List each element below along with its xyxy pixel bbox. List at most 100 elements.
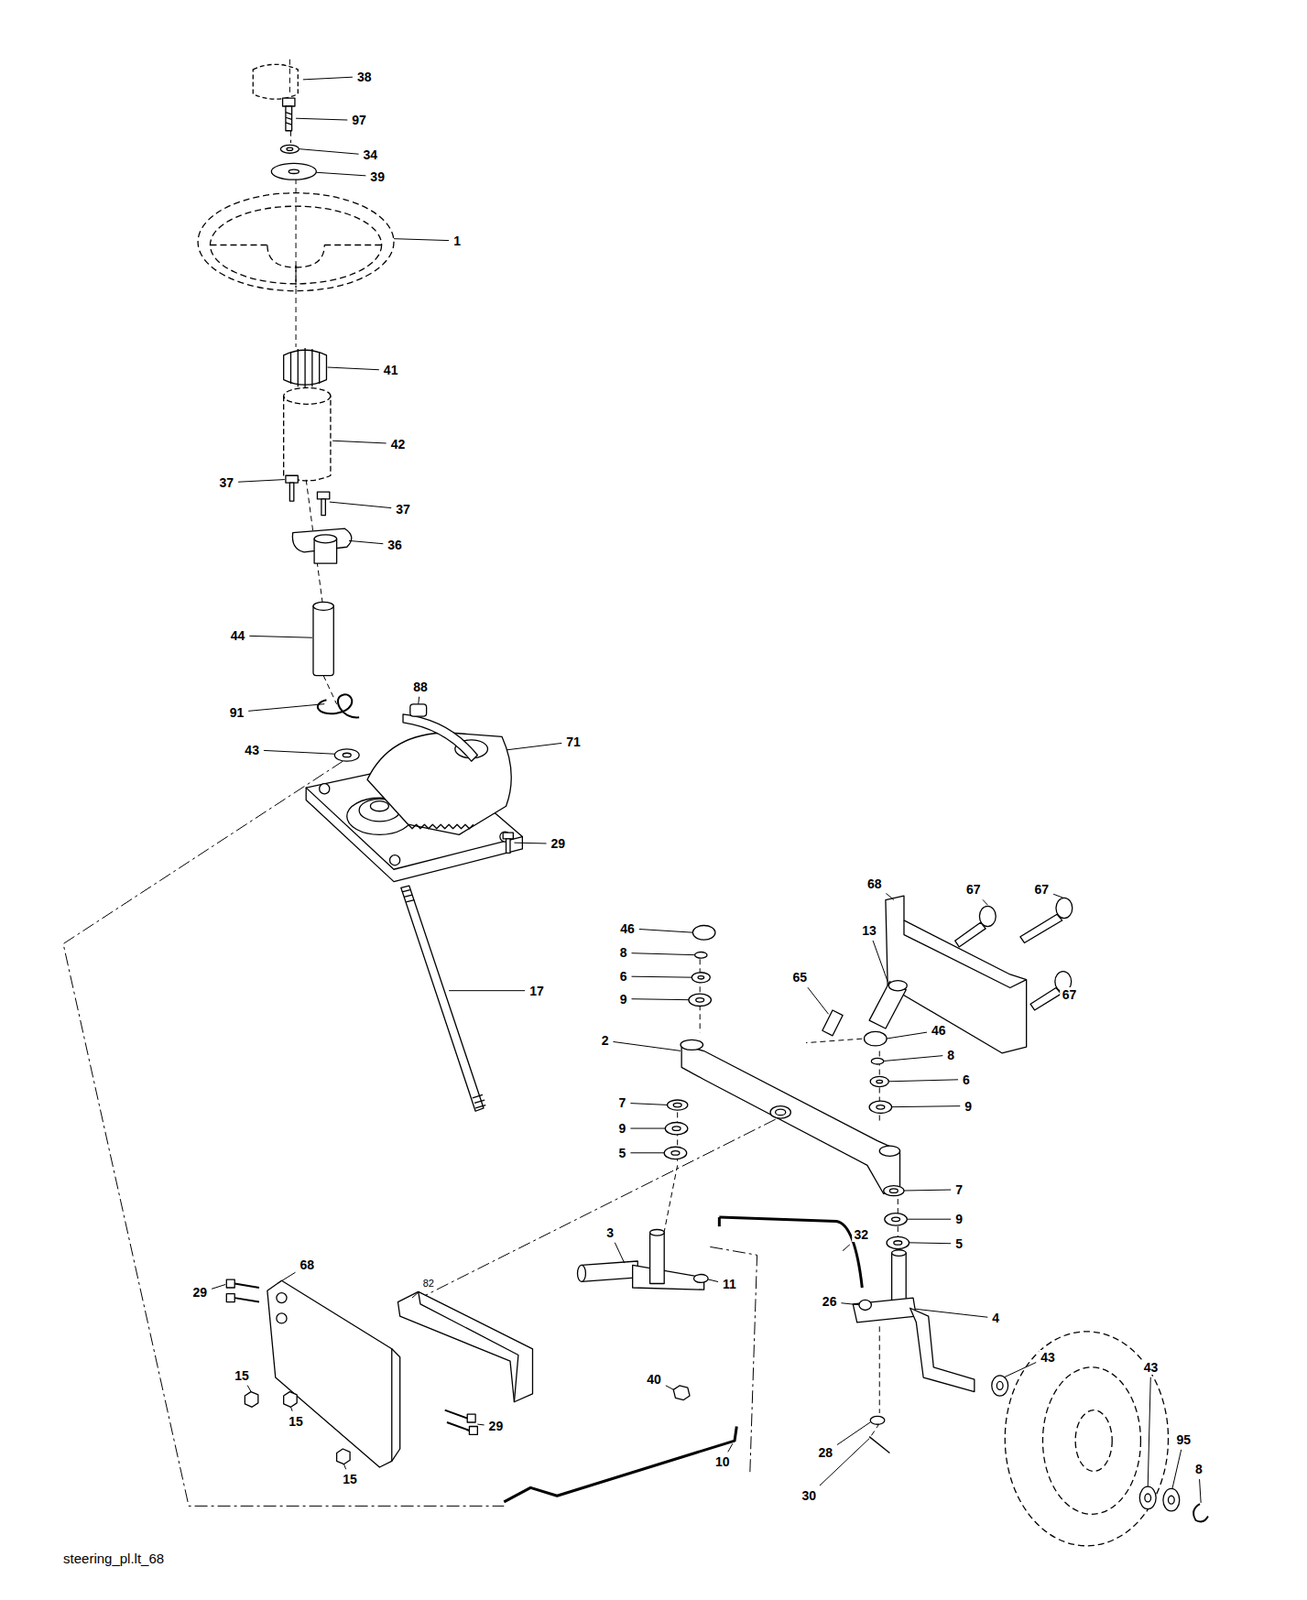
part-outline xyxy=(283,395,331,480)
callout-number: 88 xyxy=(411,679,430,695)
leader-line xyxy=(1172,1449,1182,1489)
leader-line xyxy=(1199,1479,1202,1504)
callout-number: 32 xyxy=(851,1227,871,1242)
leader-line xyxy=(886,1032,927,1039)
leader-line xyxy=(211,1284,226,1289)
part-outline xyxy=(1163,1488,1180,1512)
callout-number: 68 xyxy=(298,1257,317,1273)
leader-line xyxy=(477,1424,484,1427)
part-outline xyxy=(718,1217,721,1227)
part-outline xyxy=(650,1229,665,1236)
callout-number: 28 xyxy=(816,1445,835,1460)
callout-number: 43 xyxy=(242,742,262,758)
leader-line xyxy=(1003,1362,1036,1378)
leader-line xyxy=(612,1041,681,1051)
callout-number: 37 xyxy=(393,501,413,517)
leader-line xyxy=(631,976,693,979)
part-outline xyxy=(770,1106,791,1119)
part-outline xyxy=(63,59,1209,1547)
part-outline xyxy=(692,925,716,941)
part-outline xyxy=(871,1057,883,1065)
part-outline xyxy=(267,244,325,268)
part-outline xyxy=(664,1146,687,1159)
part-outline xyxy=(910,1307,975,1392)
leader-line xyxy=(412,1292,419,1298)
part-outline xyxy=(289,59,898,1439)
callout-number: 43 xyxy=(1038,1350,1057,1365)
part-outline xyxy=(673,1385,690,1401)
part-outline xyxy=(864,1031,888,1046)
leader-line xyxy=(1147,1377,1151,1487)
callout-number: 9 xyxy=(962,1099,974,1114)
leader-line xyxy=(892,1105,961,1108)
part-outline xyxy=(886,1236,910,1249)
leader-line xyxy=(277,1272,296,1284)
part-outline xyxy=(290,348,319,388)
callout-number: 9 xyxy=(618,991,630,1007)
callout-number: 30 xyxy=(800,1488,819,1504)
part-outline xyxy=(288,169,299,174)
part-outline xyxy=(694,1274,709,1283)
leader-line xyxy=(639,929,694,934)
leader-line xyxy=(883,1056,944,1062)
callout-number: 46 xyxy=(929,1023,948,1038)
part-outline xyxy=(286,147,294,151)
part-outline xyxy=(197,193,394,292)
leader-line xyxy=(614,1242,624,1264)
leader-line xyxy=(665,1385,674,1390)
part-outline xyxy=(883,1186,905,1197)
part-outline xyxy=(696,998,705,1003)
leader-line xyxy=(807,987,829,1014)
leader-line xyxy=(914,1308,988,1318)
leader-line xyxy=(507,742,563,750)
part-outline xyxy=(337,1448,350,1465)
part-outline xyxy=(234,1284,260,1288)
part-outline xyxy=(313,604,334,676)
leader-line xyxy=(707,1279,719,1283)
part-outline xyxy=(1030,987,1061,1011)
part-outline xyxy=(884,1213,908,1226)
part-outline xyxy=(904,920,1027,989)
leader-line xyxy=(840,1303,860,1306)
part-outline xyxy=(876,1105,885,1110)
leader-line xyxy=(630,1103,667,1106)
part-outline xyxy=(313,601,334,610)
part-outline xyxy=(691,972,710,983)
part-outline xyxy=(316,491,329,500)
callout-number: 36 xyxy=(385,537,404,553)
part-outline xyxy=(1193,1503,1209,1522)
callout-number: 71 xyxy=(564,734,583,750)
part-outline xyxy=(680,1039,704,1050)
leader-line xyxy=(631,998,689,1001)
callout-number: 15 xyxy=(232,1368,251,1384)
part-outline xyxy=(870,1076,889,1087)
callout-number: 65 xyxy=(791,969,810,985)
part-outline xyxy=(991,1375,1009,1396)
callout-number: 11 xyxy=(720,1276,739,1292)
part-outline xyxy=(289,482,294,502)
part-outline xyxy=(1020,914,1063,943)
callout-number: 95 xyxy=(1174,1432,1193,1448)
part-outline xyxy=(852,1297,916,1323)
part-outline xyxy=(892,1217,901,1221)
leader-line xyxy=(295,118,348,120)
part-outline xyxy=(859,1299,872,1310)
callout-number: 40 xyxy=(644,1372,664,1387)
part-outline xyxy=(955,922,986,948)
caption-text: steering_pl.lt_68 xyxy=(63,1551,164,1566)
callout-number: 29 xyxy=(191,1285,210,1300)
part-outline xyxy=(321,499,326,516)
part-outline xyxy=(822,1010,843,1036)
part-outline xyxy=(996,1381,1003,1390)
leader-line xyxy=(290,1406,293,1412)
leader-line xyxy=(327,367,380,371)
part-outline xyxy=(283,387,331,480)
leader-line xyxy=(238,479,285,483)
callout-number: 29 xyxy=(487,1418,506,1434)
part-outline xyxy=(695,951,708,959)
part-outline xyxy=(1144,1493,1152,1503)
leader-line xyxy=(906,1219,951,1220)
leader-line xyxy=(343,1464,346,1471)
